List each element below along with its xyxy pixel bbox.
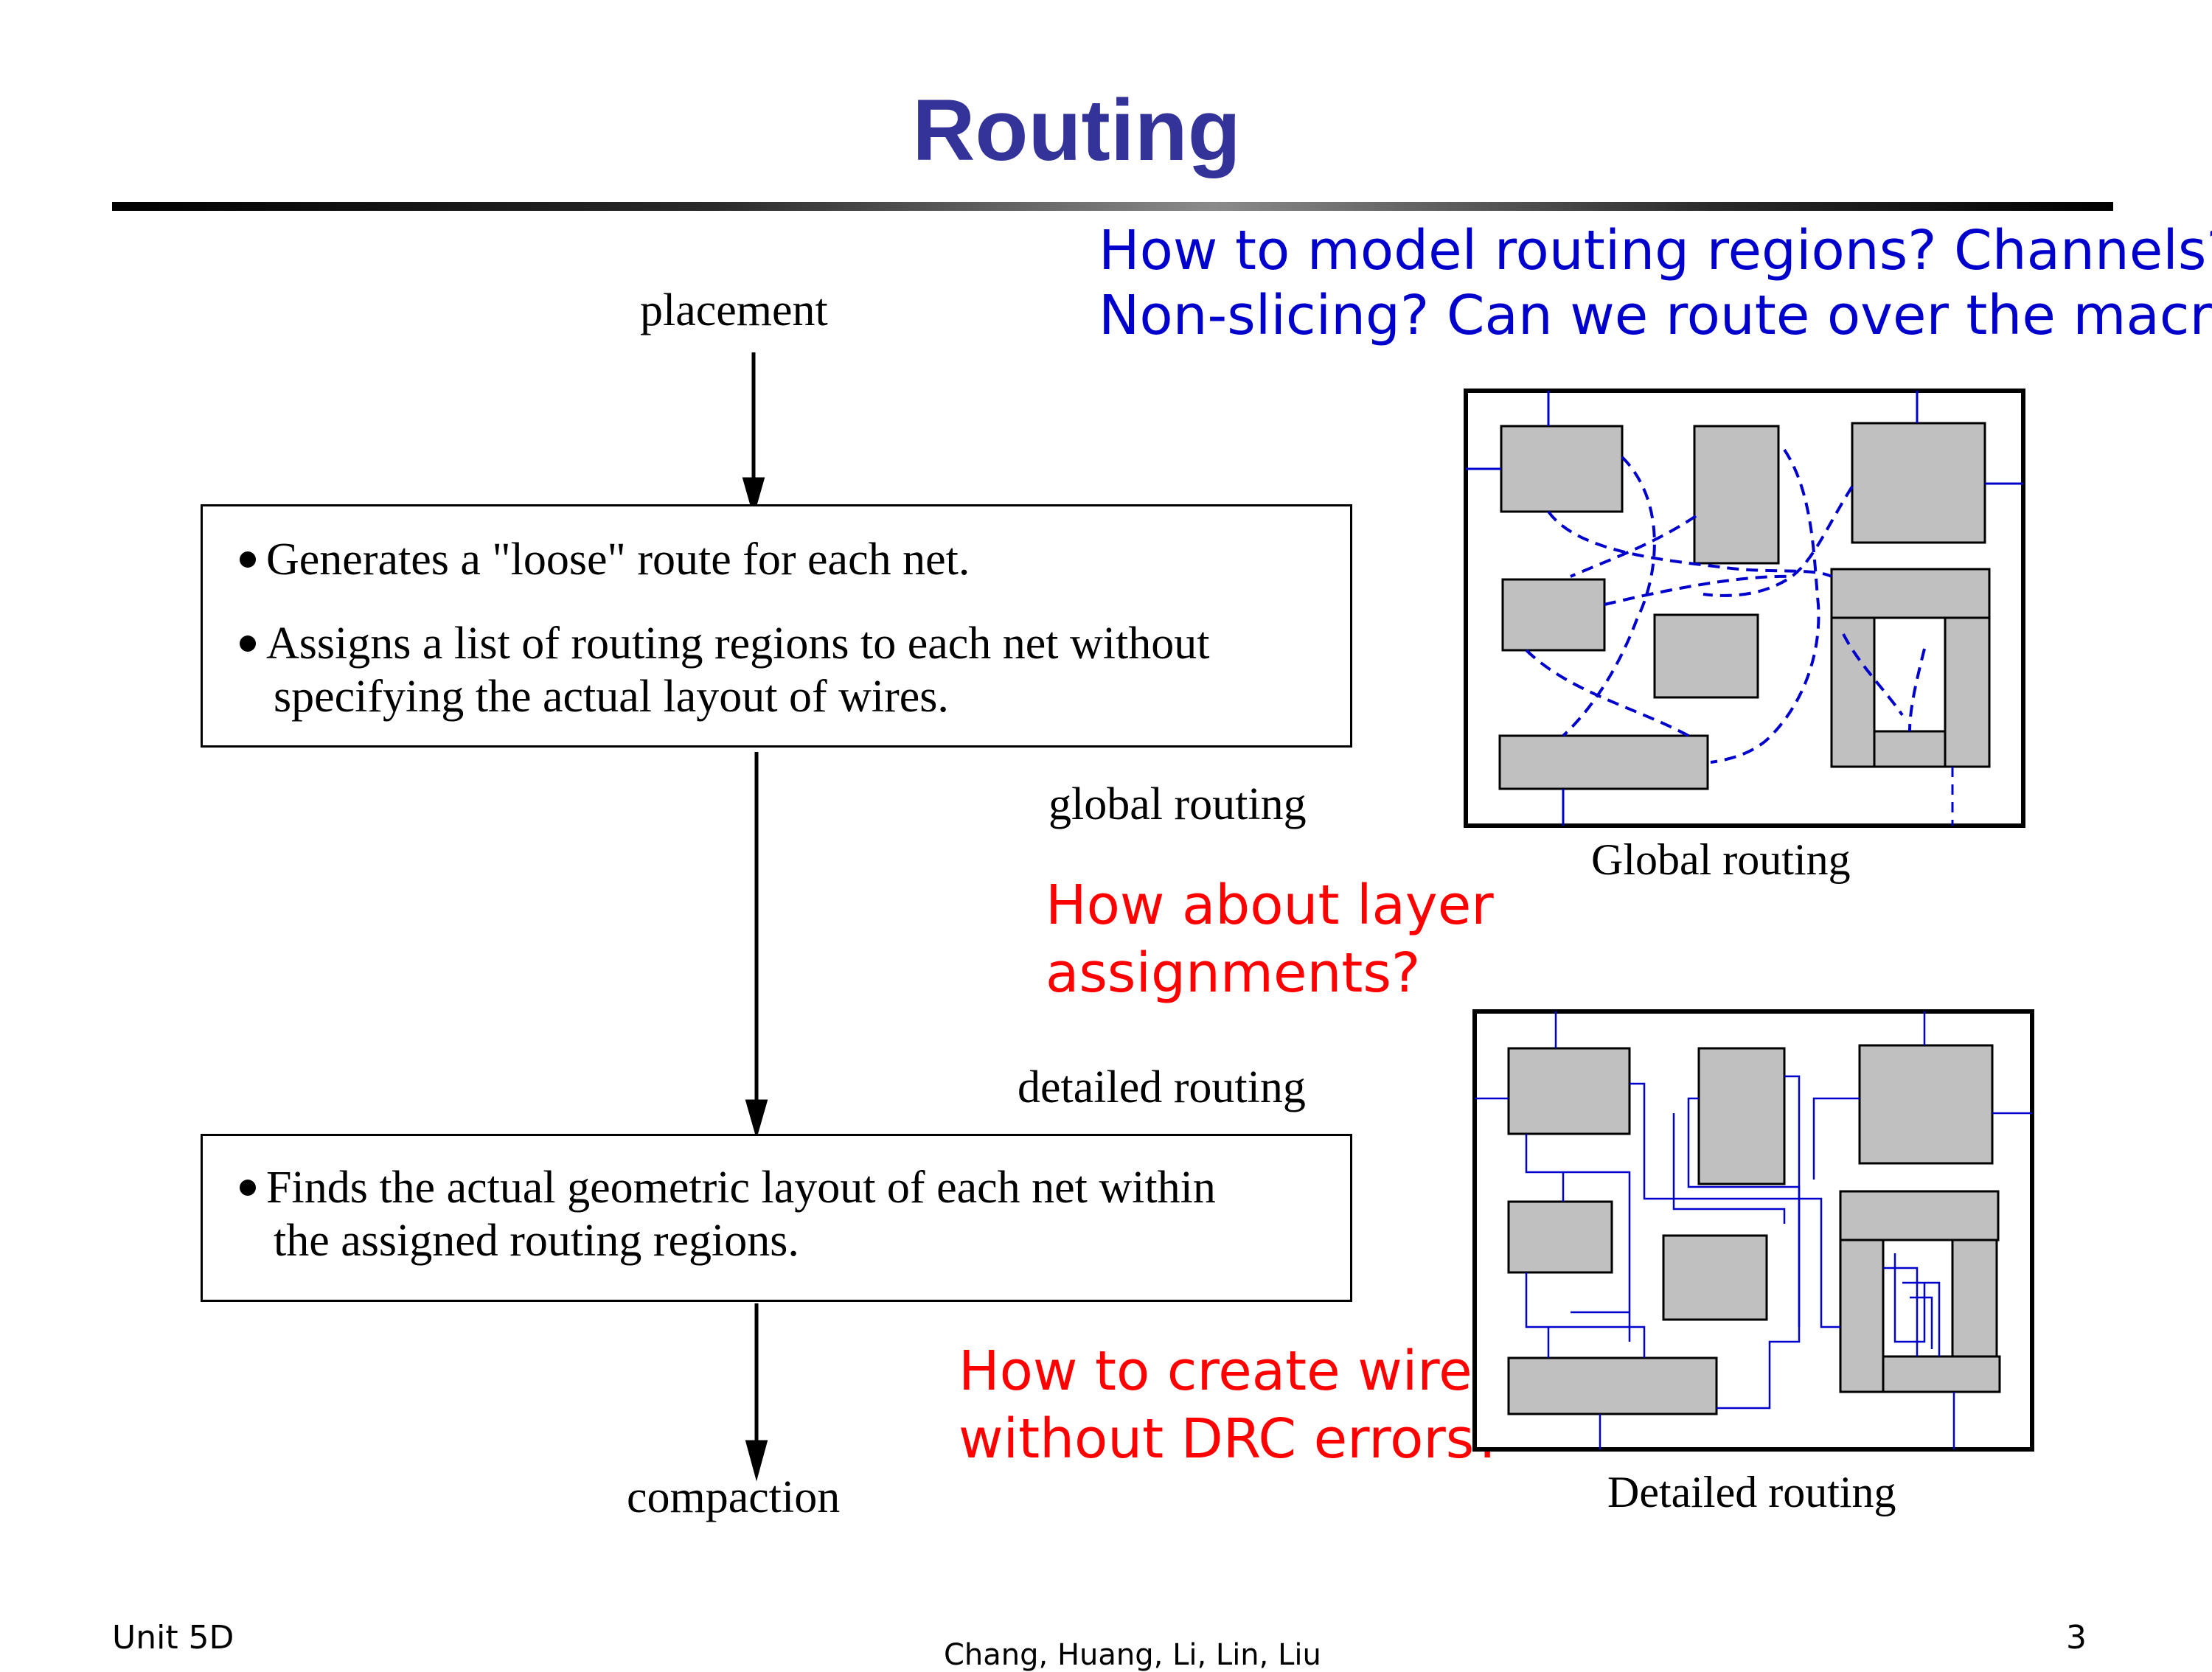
detailed-bullet-1-cont: the assigned routing regions. <box>274 1216 799 1266</box>
question-layer-line2: assignments? <box>1046 941 1421 1005</box>
macro-block <box>1851 422 1986 544</box>
question-layer-line1: How about layer <box>1046 874 1494 937</box>
global-bullet-2: Assigns a list of routing regions to eac… <box>240 617 1209 670</box>
caption-global-routing: Global routing <box>1591 835 1851 884</box>
macro-block <box>1507 1047 1631 1135</box>
arrowhead-global <box>742 477 765 518</box>
macro-block <box>1498 734 1709 790</box>
macro-block <box>1830 616 1876 768</box>
macro-block <box>1507 1356 1718 1415</box>
arrowhead-compaction <box>745 1440 768 1482</box>
question-routing-model-line2: Non-slicing? Can we route over the macro… <box>1099 284 2212 347</box>
macro-block <box>1839 1239 1885 1393</box>
macro-block <box>1500 425 1624 513</box>
slide-title: Routing <box>912 82 1241 179</box>
footer-authors: Chang, Huang, Li, Lin, Liu <box>944 1638 1321 1672</box>
macro-block <box>1944 616 1991 768</box>
detailed-routing-box: Finds the actual geometric layout of eac… <box>201 1134 1352 1302</box>
macro-block <box>1662 1234 1768 1321</box>
bullet-dot <box>240 551 256 568</box>
title-divider <box>112 202 2113 211</box>
global-routing-box: Generates a "loose" route for each net. … <box>201 504 1352 748</box>
global-bullet-1: Generates a "loose" route for each net. <box>240 533 970 586</box>
macro-block <box>1653 613 1759 699</box>
label-global-routing: global routing <box>1048 779 1307 829</box>
label-placement: placement <box>640 285 828 335</box>
detailed-bullet-1: Finds the actual geometric layout of eac… <box>240 1161 1216 1214</box>
arrowhead-detailed <box>745 1099 768 1140</box>
macro-block <box>1858 1044 1994 1165</box>
macro-block <box>1830 568 1991 619</box>
bullet-dot <box>240 1179 256 1196</box>
question-drc: How to create wires without DRC errors? <box>959 1337 1503 1473</box>
macro-block <box>1693 425 1780 565</box>
question-layer-assignment: How about layer assignments? <box>1046 871 1494 1007</box>
detailed-routing-figure <box>1472 1009 2034 1452</box>
macro-block <box>1839 1190 2000 1241</box>
question-drc-line1: How to create wires <box>959 1340 1501 1403</box>
global-bullet-2-cont: specifying the actual layout of wires. <box>274 672 949 722</box>
global-routing-figure <box>1464 389 2025 828</box>
macro-block <box>1873 730 1947 768</box>
question-routing-model-line1: How to model routing regions? Channels? <box>1099 219 2212 282</box>
label-detailed-routing: detailed routing <box>1018 1062 1306 1112</box>
label-compaction: compaction <box>627 1472 841 1522</box>
macro-block <box>1882 1355 2001 1393</box>
bullet-dot <box>240 635 256 652</box>
footer-unit: Unit 5D <box>112 1619 234 1657</box>
question-drc-line2: without DRC errors? <box>959 1407 1503 1471</box>
caption-detailed-routing: Detailed routing <box>1607 1468 1896 1516</box>
footer-page-number: 3 <box>2066 1619 2087 1657</box>
macro-block <box>1697 1047 1786 1185</box>
macro-block <box>1501 578 1606 652</box>
macro-block <box>1507 1200 1613 1274</box>
question-routing-model: How to model routing regions? Channels? … <box>1099 218 2212 348</box>
